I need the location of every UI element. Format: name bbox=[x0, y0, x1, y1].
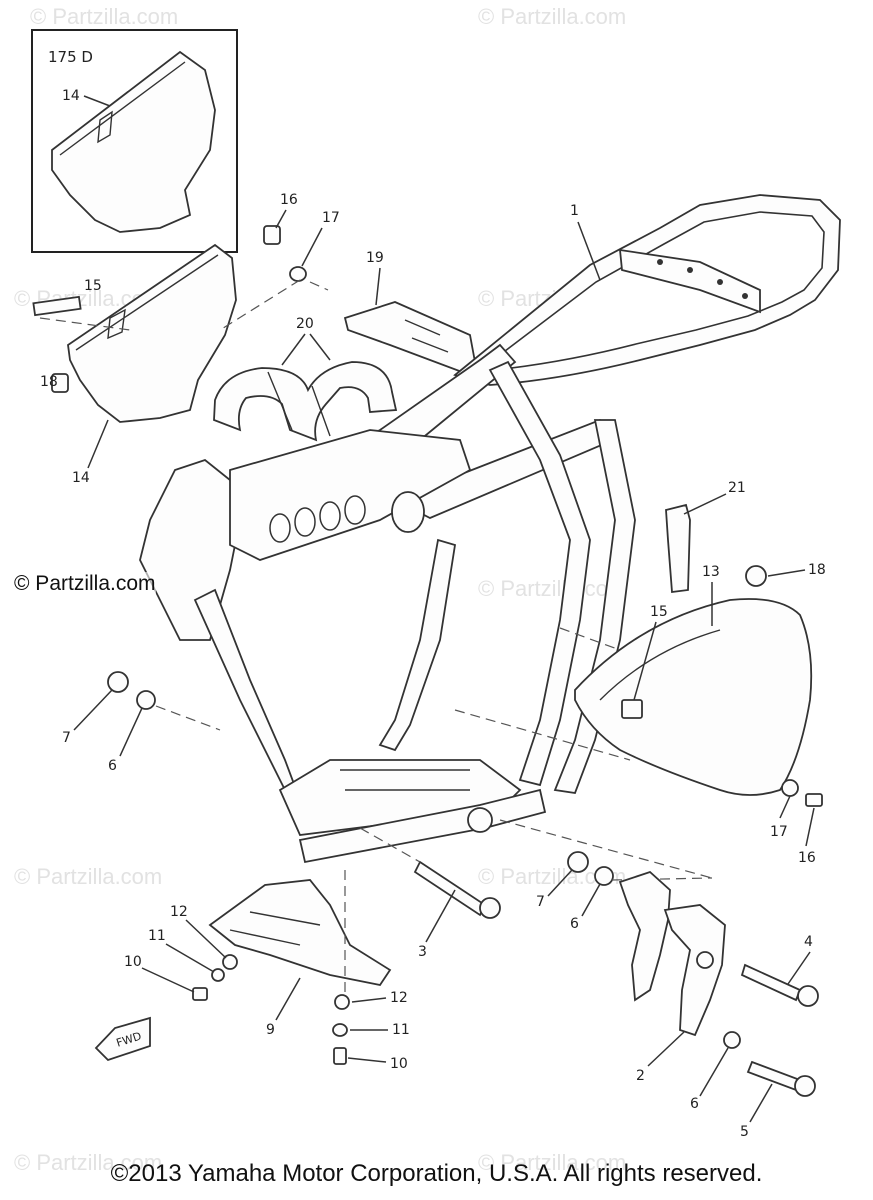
callout-11-bottom: 11 bbox=[392, 1022, 410, 1038]
callout-10-left: 10 bbox=[124, 954, 142, 970]
callout-6-right: 6 bbox=[570, 916, 579, 932]
watermark: © Partzilla.com bbox=[478, 1150, 627, 1175]
callout-6-bottom: 6 bbox=[690, 1096, 699, 1112]
watermark: © Partzilla.com bbox=[478, 576, 627, 601]
callout-4: 4 bbox=[804, 934, 813, 950]
inset-model-label: 175 D bbox=[48, 48, 93, 66]
watermark: © Partzilla.com bbox=[14, 1150, 163, 1175]
watermark: © Partzilla.com bbox=[30, 4, 179, 29]
callout-11-left: 11 bbox=[148, 928, 166, 944]
callout-18-right: 18 bbox=[808, 562, 826, 578]
callout-14-inset: 14 bbox=[62, 88, 80, 104]
callout-2: 2 bbox=[636, 1068, 645, 1084]
callout-1: 1 bbox=[570, 203, 579, 219]
callout-20: 20 bbox=[296, 316, 314, 332]
site-watermark: © Partzilla.com bbox=[14, 572, 156, 596]
callout-19: 19 bbox=[366, 250, 384, 266]
hardware-bottom bbox=[332, 994, 350, 1065]
bolt-4 bbox=[740, 963, 819, 1007]
skid-plate-9 bbox=[208, 879, 392, 987]
watermark: © Partzilla.com bbox=[478, 4, 627, 29]
callout-21: 21 bbox=[728, 480, 746, 496]
nut-7-washer-6-right bbox=[567, 851, 614, 886]
callout-18: 18 bbox=[40, 374, 58, 390]
fwd-arrow-icon: FWD bbox=[94, 1016, 151, 1062]
washer-6-bolt-5 bbox=[723, 1031, 816, 1097]
strap-20 bbox=[213, 361, 398, 442]
callout-5: 5 bbox=[740, 1124, 749, 1140]
bracket-21 bbox=[665, 503, 691, 594]
main-frame bbox=[139, 194, 841, 864]
callout-3: 3 bbox=[418, 944, 427, 960]
engine-mount-plates-2 bbox=[618, 870, 726, 1037]
copyright-notice: ©2013 Yamaha Motor Corporation, U.S.A. A… bbox=[110, 1160, 763, 1187]
hardware-left bbox=[192, 954, 238, 1001]
bolt-3 bbox=[413, 860, 501, 919]
callout-6-left: 6 bbox=[108, 758, 117, 774]
callout-14: 14 bbox=[72, 470, 90, 486]
callout-15: 15 bbox=[84, 278, 102, 294]
callout-7-left: 7 bbox=[62, 730, 71, 746]
callout-16-top: 16 bbox=[280, 192, 298, 208]
bolt-16-top bbox=[263, 225, 307, 282]
callout-17-right: 17 bbox=[770, 824, 788, 840]
callout-16-right: 16 bbox=[798, 850, 816, 866]
callout-12-bottom: 12 bbox=[390, 990, 408, 1006]
inset-175d: 175 D 14 bbox=[31, 29, 238, 253]
callout-13: 13 bbox=[702, 564, 720, 580]
watermark: © Partzilla.com bbox=[14, 864, 163, 889]
side-cover-right bbox=[574, 565, 823, 807]
side-cover-left bbox=[32, 243, 237, 423]
callout-9: 9 bbox=[266, 1022, 275, 1038]
plate-19 bbox=[343, 301, 476, 374]
callout-17-top: 17 bbox=[322, 210, 340, 226]
callout-10-bottom: 10 bbox=[390, 1056, 408, 1072]
nut-7-washer-6-left bbox=[107, 671, 156, 710]
callout-7-right: 7 bbox=[536, 894, 545, 910]
callout-12-left: 12 bbox=[170, 904, 188, 920]
callout-15-right: 15 bbox=[650, 604, 668, 620]
